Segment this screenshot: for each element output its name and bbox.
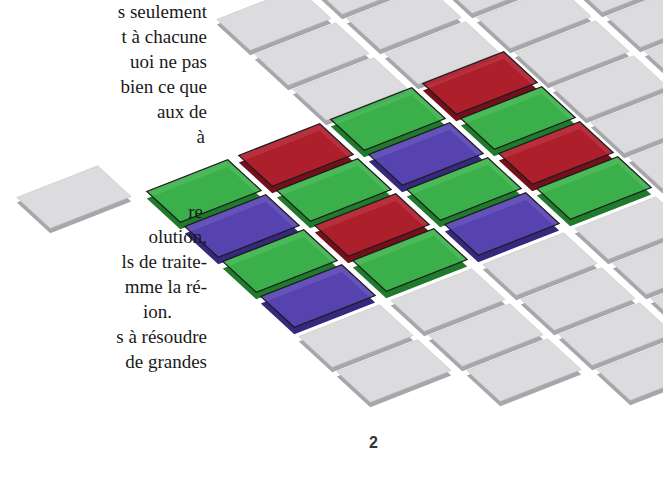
grey-filter-tile <box>597 338 663 405</box>
text-line: de grandes <box>125 350 207 374</box>
text-line: olution, <box>148 225 207 249</box>
text-line: bien ce que <box>120 75 207 99</box>
tile-face <box>537 157 651 219</box>
tile-face <box>445 193 559 255</box>
text-line: ion. <box>143 300 172 324</box>
text-line: ls de traite- <box>122 250 207 274</box>
text-line: à <box>197 125 205 149</box>
tile-face <box>337 340 451 402</box>
grey-filter-tile <box>17 166 131 233</box>
tile-face <box>261 265 375 327</box>
blue-filter-tile <box>445 193 559 262</box>
text-line: s à résoudre <box>116 325 207 349</box>
tile-face <box>17 166 131 228</box>
figure-number: 2 <box>366 431 381 455</box>
blue-filter-tile <box>261 265 375 334</box>
tile-face <box>597 338 663 400</box>
tile-face <box>353 229 467 291</box>
text-line: uoi ne pas <box>130 50 207 74</box>
text-line: re <box>188 200 203 224</box>
green-filter-tile <box>353 229 467 298</box>
text-line: aux de <box>157 100 207 124</box>
text-line: mme la ré- <box>125 275 207 299</box>
text-line: s seulement <box>118 0 207 24</box>
grey-filter-tile <box>467 339 581 406</box>
green-filter-tile <box>537 157 651 226</box>
tile-face <box>467 339 581 401</box>
text-line: t à chacune <box>122 25 207 49</box>
grey-filter-tile <box>337 340 451 407</box>
